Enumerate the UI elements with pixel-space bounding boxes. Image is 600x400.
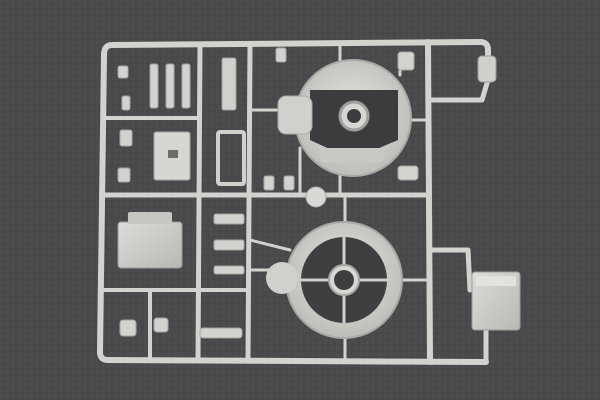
right-bottom-spur bbox=[427, 247, 473, 293]
small-part-18 bbox=[275, 47, 287, 63]
small-part-16 bbox=[263, 175, 275, 191]
small-part-15 bbox=[397, 165, 419, 181]
turret-bracket bbox=[277, 95, 313, 135]
small-part-6 bbox=[199, 327, 243, 339]
turret-top-part bbox=[277, 59, 412, 177]
ring-center-hole bbox=[334, 270, 354, 290]
outer-runner bbox=[97, 39, 491, 365]
small-part-3 bbox=[213, 213, 245, 225]
small-part-2 bbox=[153, 317, 169, 333]
small-part-5 bbox=[213, 265, 245, 275]
small-part-14 bbox=[397, 51, 415, 71]
seat-part-top bbox=[128, 212, 172, 224]
small-part-12 bbox=[165, 63, 175, 109]
inner-runner-a bbox=[195, 42, 203, 363]
small-parts bbox=[117, 47, 419, 339]
turret-ring-lower-part bbox=[266, 221, 403, 339]
panel-part-detail bbox=[168, 150, 178, 158]
small-part-8 bbox=[117, 167, 131, 183]
small-part-4 bbox=[213, 239, 245, 251]
hook-part-top-right bbox=[477, 55, 497, 83]
block-parts bbox=[117, 55, 521, 331]
box-part-right-face bbox=[476, 276, 516, 286]
small-part-1 bbox=[119, 319, 137, 337]
small-part-11 bbox=[149, 63, 159, 109]
box-part-right bbox=[471, 271, 521, 331]
bar-part-top bbox=[221, 57, 237, 111]
small-part-10 bbox=[121, 95, 131, 111]
seat-part bbox=[117, 221, 183, 269]
inner-runner-b bbox=[245, 42, 253, 363]
right-runner bbox=[425, 39, 433, 365]
frame-part bbox=[216, 130, 246, 186]
small-part-17 bbox=[283, 175, 295, 191]
round-gate bbox=[305, 186, 327, 208]
small-part-13 bbox=[181, 63, 191, 109]
turret-hatch-hole bbox=[347, 109, 361, 123]
ring-side-tab bbox=[266, 262, 298, 294]
right-top-spur bbox=[425, 77, 491, 103]
small-part-7 bbox=[119, 129, 133, 147]
turret-lip bbox=[320, 148, 384, 162]
small-part-9 bbox=[117, 65, 129, 79]
